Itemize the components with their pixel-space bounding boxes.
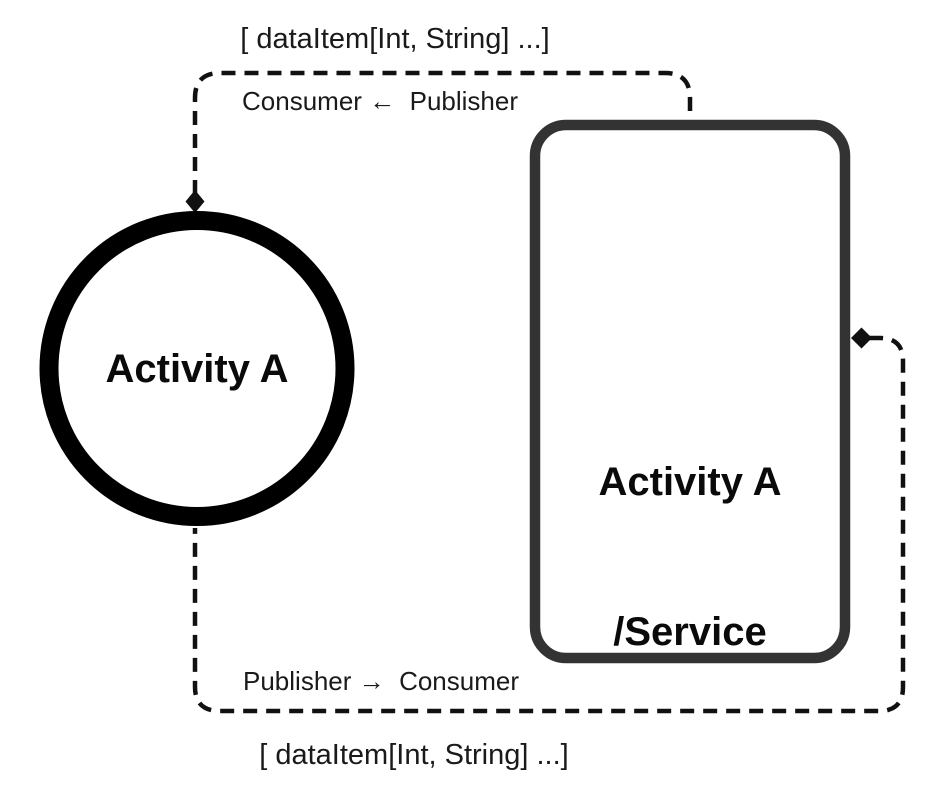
activity-circle-node xyxy=(39,211,355,526)
top-payload-label: [ dataItem[Int, String] ...] xyxy=(240,23,550,55)
top-connector-diamond xyxy=(185,190,205,213)
top-connector-line xyxy=(192,70,693,194)
bottom-connector-line xyxy=(192,335,906,714)
bottom-connector-diamond xyxy=(851,327,872,349)
bottom-payload-label: [ dataItem[Int, String] ...] xyxy=(259,739,569,771)
service-rect-node xyxy=(529,119,851,664)
top-direction-label: Consumer ← Publisher xyxy=(242,86,518,116)
service-label-line2: /Service xyxy=(613,610,767,654)
service-node-label: Activity A /Service xyxy=(535,357,845,757)
service-label-line1: Activity A xyxy=(598,460,782,504)
activity-circle-label: Activity A xyxy=(105,347,289,391)
bottom-direction-label: Publisher → Consumer xyxy=(243,666,519,696)
